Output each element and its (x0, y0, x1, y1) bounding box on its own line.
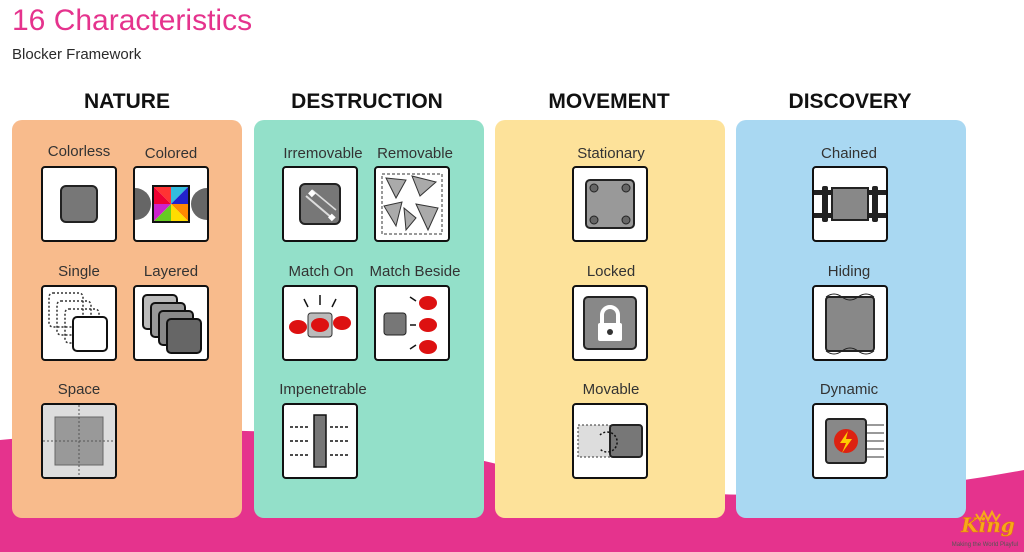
label-impenetrable: Impenetrable (279, 381, 367, 398)
label-movable: Movable (582, 381, 640, 398)
layered-icon (133, 285, 209, 361)
page-title: 16 Characteristics (12, 4, 253, 37)
impenetrable-icon (282, 403, 358, 479)
locked-icon (572, 285, 648, 361)
dynamic-icon (812, 403, 888, 479)
single-icon (41, 285, 117, 361)
page-subtitle: Blocker Framework (12, 46, 142, 63)
colored-icon (133, 166, 209, 242)
colorless-icon (41, 166, 117, 242)
logo-tagline: Making the World Playful (951, 542, 1018, 548)
svg-text:King: King (960, 513, 1015, 537)
svg-text:◆: ◆ (308, 188, 316, 199)
stationary-icon (572, 166, 648, 242)
label-chained: Chained (821, 145, 877, 162)
label-space: Space (57, 381, 101, 398)
movable-icon (572, 403, 648, 479)
chained-icon (812, 166, 888, 242)
hiding-icon (812, 285, 888, 361)
match-beside-icon (374, 285, 450, 361)
heading-movement: MOVEMENT (548, 90, 670, 113)
label-removable: Removable (377, 145, 453, 162)
heading-nature: NATURE (84, 90, 170, 113)
label-colorless: Colorless (47, 143, 111, 160)
label-single: Single (58, 263, 100, 280)
heading-destruction: DESTRUCTION (291, 90, 443, 113)
label-stationary: Stationary (577, 145, 645, 162)
label-match-beside: Match Beside (369, 263, 461, 280)
label-hiding: Hiding (827, 263, 871, 280)
svg-text:◆: ◆ (328, 212, 336, 223)
removable-icon (374, 166, 450, 242)
space-icon (41, 403, 117, 479)
heading-discovery: DISCOVERY (788, 90, 912, 113)
match-on-icon (282, 285, 358, 361)
label-irremovable: Irremovable (283, 145, 363, 162)
label-locked: Locked (586, 263, 636, 280)
label-layered: Layered (143, 263, 199, 280)
label-dynamic: Dynamic (819, 381, 879, 398)
king-logo: King (960, 509, 1015, 537)
irremovable-icon: ◆◆ (282, 166, 358, 242)
label-colored: Colored (144, 145, 198, 162)
label-match-on: Match On (288, 263, 354, 280)
